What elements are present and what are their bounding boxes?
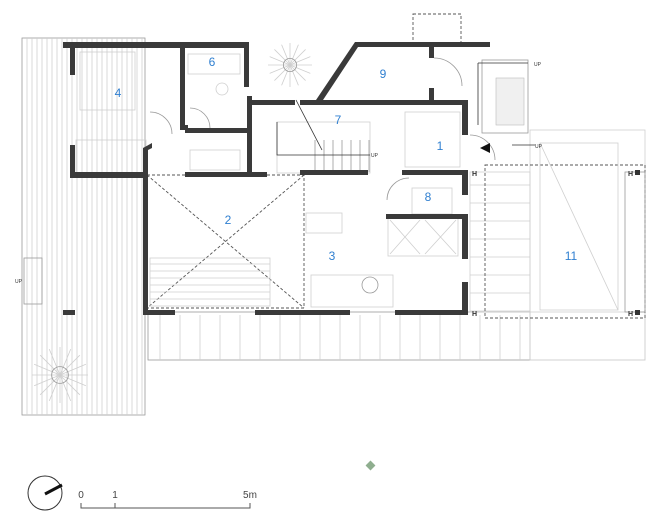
- room-label-6: 6: [209, 55, 216, 69]
- deck: [21, 37, 146, 416]
- stair-up-label: UP: [15, 279, 23, 285]
- north-arrow-icon: [27, 475, 63, 511]
- scale-label-5m: 5m: [243, 490, 257, 501]
- stair-up-label: UP: [535, 144, 543, 150]
- column-marker: H: [628, 171, 633, 178]
- scale-label-1: 1: [112, 490, 118, 501]
- tree-icon: [268, 43, 312, 87]
- room-label-4: 4: [115, 86, 122, 100]
- stair-7: [276, 99, 371, 174]
- entrance-arrow-icon: [480, 143, 490, 153]
- carport-11: [484, 142, 646, 319]
- void-2: [146, 174, 305, 309]
- room-label-11: 11: [565, 249, 578, 263]
- room-label-7: 7: [335, 113, 342, 127]
- room-label-8: 8: [425, 190, 432, 204]
- marker-diamond-icon: [365, 460, 376, 471]
- terrace: [147, 311, 531, 361]
- stair-up-label: UP: [371, 153, 379, 159]
- scale-bar: 0 1 5m: [78, 490, 257, 509]
- stair-up-label: UP: [534, 62, 542, 68]
- room-label-9: 9: [380, 67, 387, 81]
- column-marker: H: [472, 171, 477, 178]
- room-label-1: 1: [437, 139, 444, 153]
- planter: [495, 77, 525, 126]
- room-label-2: 2: [225, 213, 232, 227]
- entry-deck: [469, 171, 531, 313]
- room-label-3: 3: [329, 249, 336, 263]
- column-marker: H: [472, 311, 477, 318]
- walls: [63, 42, 490, 315]
- column-marker: H: [628, 311, 633, 318]
- scale-label-0: 0: [78, 490, 84, 501]
- tree-icon: [32, 347, 88, 403]
